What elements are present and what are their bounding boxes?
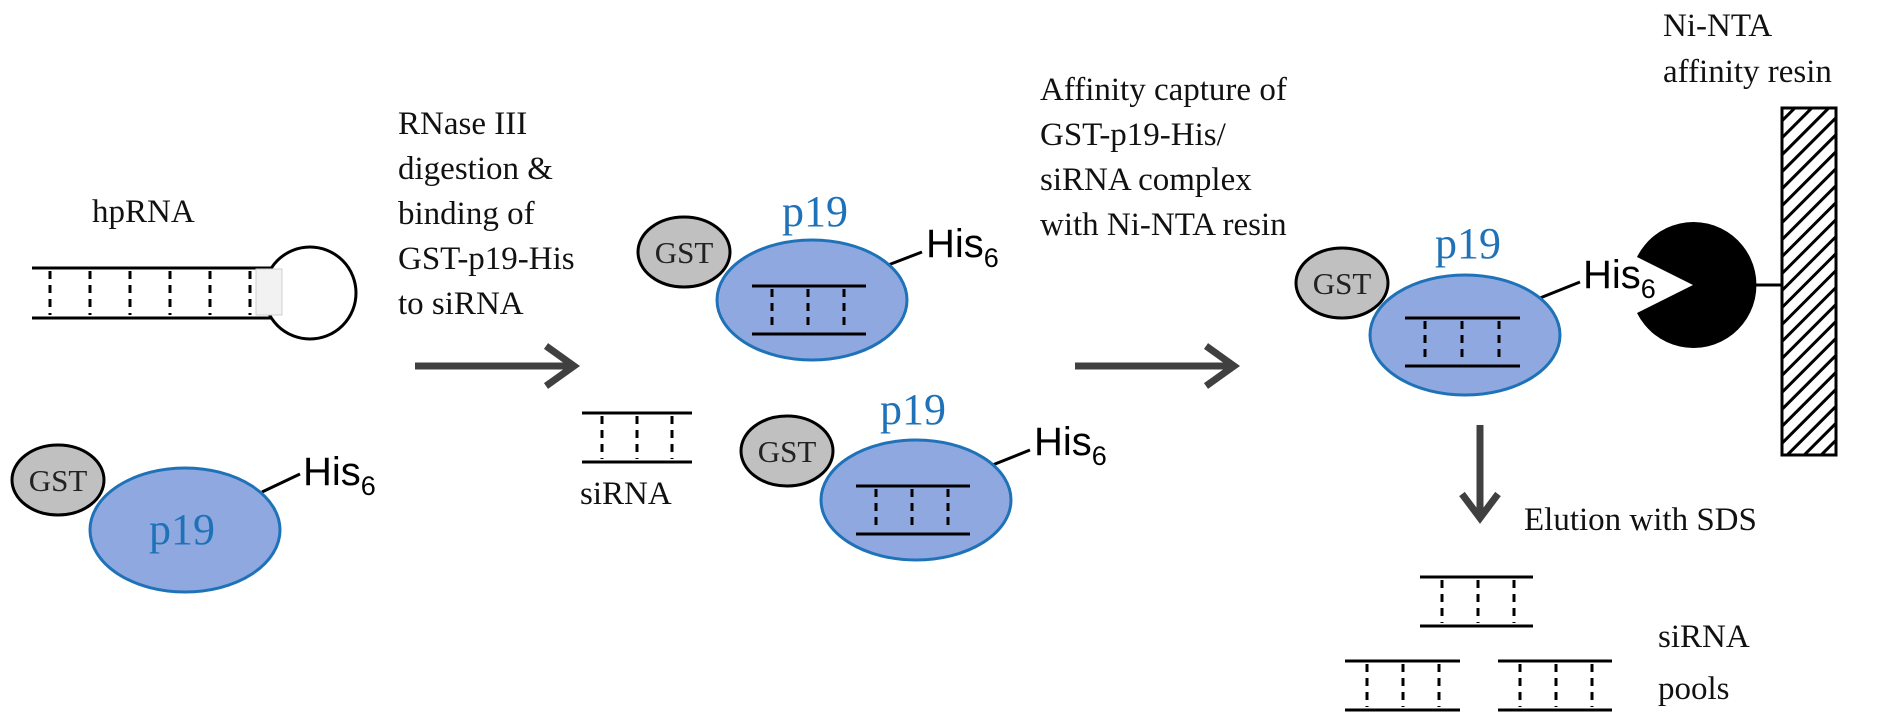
his6-label: His6: [1034, 420, 1107, 471]
step1-arrow: [415, 343, 581, 389]
free-sirna: [582, 411, 692, 464]
p19-protein: [715, 238, 909, 362]
his6-label: His6: [1583, 253, 1656, 304]
p19-protein: [1368, 273, 1562, 397]
pools-label: siRNA pools: [1658, 619, 1756, 707]
pool-sirna: [1345, 659, 1460, 712]
hprna-label: hpRNA: [92, 194, 195, 230]
sirna-pools: [1345, 575, 1612, 712]
p19-label: p19: [880, 385, 946, 434]
affinity-resin-wall: [1780, 106, 1838, 457]
pool-sirna: [1420, 575, 1533, 628]
ni-nta-ligand: [1637, 222, 1782, 348]
pool-sirna: [1498, 659, 1612, 712]
elution-label: Elution with SDS: [1524, 502, 1757, 538]
step2-text: Affinity capture of GST-p19-His/ siRNA c…: [1040, 72, 1295, 243]
gst-p19-his-sirna-complex: GST p19 His6: [739, 385, 1107, 562]
gst-tag: [10, 443, 106, 517]
gst-label: GST: [655, 235, 714, 270]
p19-label: p19: [149, 505, 215, 554]
gst-p19-his-sirna-complex: GST p19 His6: [636, 187, 999, 362]
gst-tag: [636, 215, 732, 289]
his6-label: His6: [303, 450, 376, 501]
gst-tag: [1294, 246, 1390, 320]
gst-tag: [739, 414, 835, 488]
p19-protein: [88, 466, 282, 594]
sirna-label: siRNA: [580, 476, 672, 512]
resin-label: Ni-NTA affinity resin: [1663, 8, 1832, 90]
gst-label: GST: [1313, 266, 1372, 301]
p19-label: p19: [782, 187, 848, 236]
his6-label: His6: [926, 222, 999, 273]
step2-arrow: [1075, 343, 1241, 389]
gst-label: GST: [758, 434, 817, 469]
captured-complex: GST p19 His6: [1294, 219, 1656, 397]
gst-label: GST: [29, 463, 88, 498]
step1-text: RNase III digestion & binding of GST-p19…: [398, 106, 583, 322]
elution-arrow: [1459, 425, 1501, 524]
p19-label: p19: [1435, 219, 1501, 268]
p19-protein: [819, 438, 1013, 562]
hprna-hairpin: [32, 245, 358, 341]
gst-p19-his-protein: GST p19 His6: [10, 443, 376, 594]
